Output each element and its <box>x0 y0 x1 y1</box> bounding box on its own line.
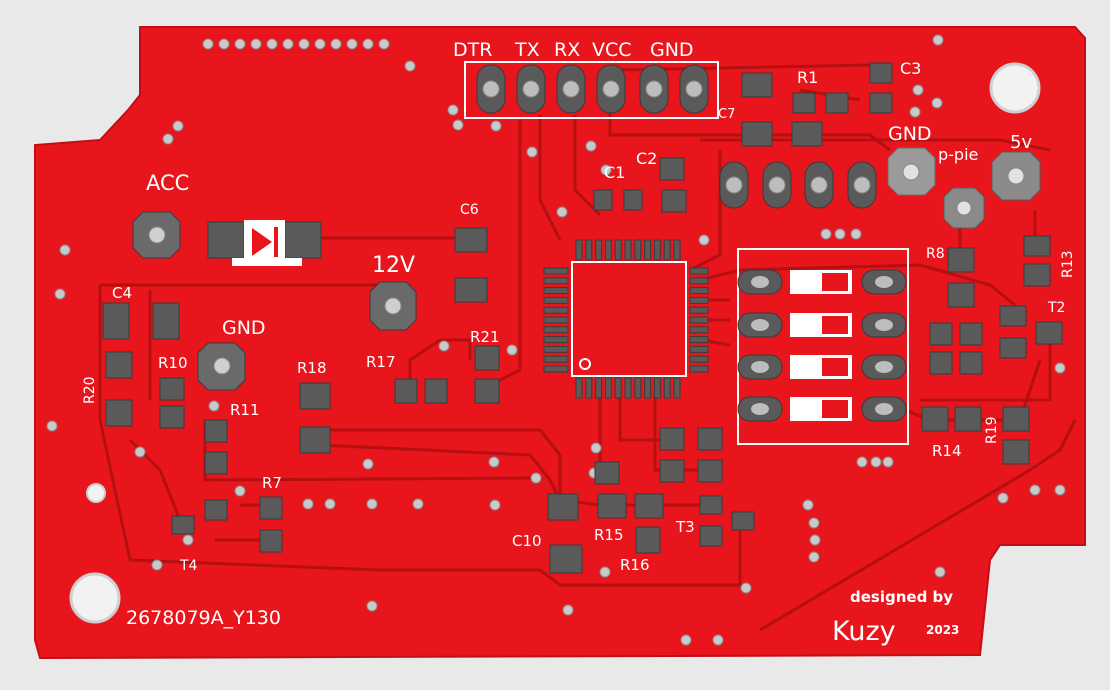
label-p-pie: p-pie <box>938 145 978 164</box>
designator-r8: R8 <box>926 246 945 262</box>
smd-pads <box>102 62 1063 574</box>
designator-r1: R1 <box>797 68 818 87</box>
mounting-hole-top-right <box>989 62 1041 114</box>
designator-r11: R11 <box>230 401 260 419</box>
designator-r20: R20 <box>82 376 98 404</box>
mcu-chip <box>543 239 709 399</box>
designator-c2: C2 <box>636 149 657 168</box>
mounting-hole-bottom-left <box>69 572 121 624</box>
designator-c7: C7 <box>718 107 735 122</box>
designator-t3: T3 <box>675 518 695 536</box>
designator-r10: R10 <box>158 354 188 372</box>
copper-traces <box>98 63 1077 632</box>
relay-header <box>719 161 877 209</box>
label-12v: 12V <box>372 253 415 278</box>
header-label-rx: RX <box>554 39 580 61</box>
dip-switch <box>737 248 909 445</box>
diode <box>207 220 322 266</box>
designator-r16: R16 <box>620 556 650 574</box>
designator-c6: C6 <box>460 202 479 218</box>
designator-c10: C10 <box>512 532 542 550</box>
designator-r14: R14 <box>932 442 962 460</box>
vias <box>46 34 1066 646</box>
author-name: Kuzy <box>832 616 896 647</box>
label-gnd-right: GND <box>888 123 932 145</box>
designator-c3: C3 <box>900 59 921 78</box>
designator-r7: R7 <box>262 474 282 492</box>
header-label-vcc: VCC <box>592 39 632 61</box>
power-terminals <box>132 147 1041 391</box>
designator-r21: R21 <box>470 328 500 346</box>
serial-header <box>464 61 719 119</box>
designator-c4: C4 <box>112 284 132 302</box>
designator-t4: T4 <box>179 558 198 574</box>
credit-line: designed by <box>850 588 953 606</box>
designator-r18: R18 <box>297 359 327 377</box>
designator-r13: R13 <box>1060 250 1076 278</box>
header-label-dtr: DTR <box>453 39 492 61</box>
header-label-tx: TX <box>514 39 540 61</box>
designator-r19: R19 <box>984 416 1000 444</box>
designator-r17: R17 <box>366 353 396 371</box>
mounting-hole-left <box>86 483 106 503</box>
designator-t2: T2 <box>1047 300 1065 316</box>
label-gnd-left: GND <box>222 317 266 339</box>
author-year: 2023 <box>926 623 959 637</box>
header-label-gnd: GND <box>650 39 694 61</box>
label-acc: ACC <box>146 171 189 195</box>
label-5v: 5v <box>1010 132 1032 153</box>
designator-r15: R15 <box>594 526 624 544</box>
designator-c1: C1 <box>604 163 625 182</box>
part-number: 2678079A_Y130 <box>126 607 281 629</box>
